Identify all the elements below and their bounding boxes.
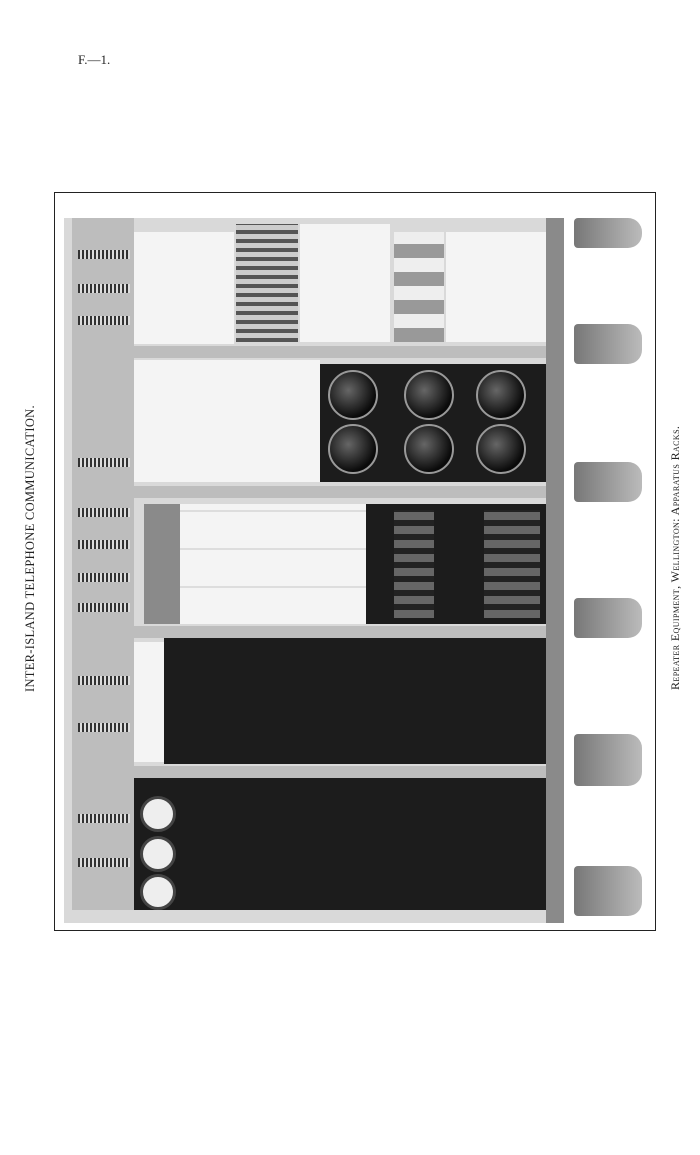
terminal-strip bbox=[72, 218, 134, 910]
figure-caption: Repeater Equipment, Wellington: Apparatu… bbox=[668, 425, 682, 690]
page-reference: F.—1. bbox=[78, 52, 111, 67]
apparatus-racks-photo bbox=[64, 218, 649, 923]
running-title: INTER-ISLAND TELEPHONE COMMUNICATION. bbox=[23, 405, 37, 692]
